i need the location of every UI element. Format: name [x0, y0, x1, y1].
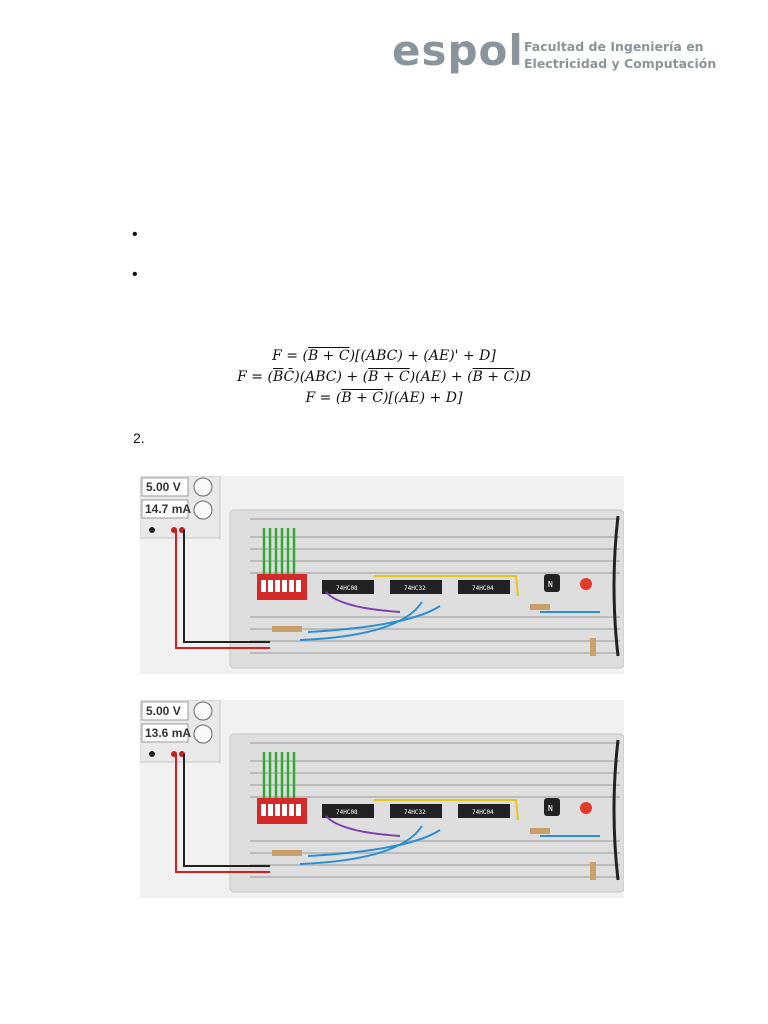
- blue-wire-1: [299, 825, 423, 865]
- transistor-label: N: [548, 580, 553, 589]
- chip-74hc04-label: 74HC04: [472, 809, 494, 816]
- chip-74hc08[interactable]: [322, 804, 374, 818]
- chip-74hc04[interactable]: [458, 804, 510, 818]
- document-header: espol Facultad de Ingeniería en Electric…: [0, 0, 768, 100]
- faculty-line-1: Facultad de Ingeniería en: [524, 39, 704, 54]
- voltage-display: [141, 701, 189, 721]
- green-wires: [262, 528, 296, 578]
- dip-switch-toggles: [261, 580, 301, 592]
- eq2-mid-2: )(AE) + (: [409, 369, 473, 385]
- resistor-array[interactable]: [272, 626, 302, 632]
- blue-wire-2: [307, 605, 441, 633]
- transistor-label: N: [548, 804, 553, 813]
- circuit-canvas-2: 5.00 V 13.6 mA: [140, 700, 624, 893]
- red-power-wire: [175, 530, 270, 649]
- chip-74hc32-label: 74HC32: [404, 585, 426, 592]
- chip-74hc32[interactable]: [390, 804, 442, 818]
- equation-1: F = (B + C)[(ABC) + (AE)' + D]: [0, 348, 768, 364]
- section-number: 2.: [133, 430, 145, 446]
- espol-logo: espol: [392, 26, 524, 75]
- npn-transistor[interactable]: [544, 798, 560, 816]
- blue-wire-1: [299, 601, 423, 641]
- circuit-simulation-1: 5.00 V 14.7 mA: [140, 476, 624, 674]
- current-display: [141, 499, 189, 519]
- resistor-transistor[interactable]: [530, 828, 550, 834]
- eq2-pre: F = (: [237, 369, 273, 385]
- voltage-readout: 5.00 V: [146, 704, 181, 718]
- rail-ground-wire: [612, 515, 620, 657]
- voltage-knob[interactable]: [193, 477, 213, 497]
- npn-transistor[interactable]: [544, 574, 560, 592]
- eq2-overline-3: B + C: [472, 369, 515, 385]
- current-readout: 13.6 mA: [145, 726, 191, 740]
- yellow-wire-2: [440, 799, 519, 821]
- voltage-display: [141, 477, 189, 497]
- current-readout: 14.7 mA: [145, 502, 191, 516]
- breadboard-holes: [250, 742, 620, 878]
- chip-74hc08-label: 74HC08: [336, 809, 358, 816]
- circuit-canvas-1: 5.00 V 14.7 mA: [140, 476, 624, 669]
- rail-ground-wire: [612, 739, 620, 881]
- voltage-knob[interactable]: [193, 701, 213, 721]
- current-display: [141, 723, 189, 743]
- eq2-mid: C̄)(ABC) + (: [283, 369, 369, 385]
- chip-74hc04[interactable]: [458, 580, 510, 594]
- chip-74hc04-label: 74HC04: [472, 585, 494, 592]
- chip-74hc32-label: 74HC32: [404, 809, 426, 816]
- equation-3: F = (B + C)[(AE) + D]: [0, 390, 768, 406]
- breadboard-holes: [250, 518, 620, 654]
- negative-terminal[interactable]: [149, 527, 155, 533]
- current-knob[interactable]: [193, 724, 213, 744]
- circuit-simulation-2: 5.00 V 13.6 mA: [140, 700, 624, 898]
- led[interactable]: [580, 802, 592, 814]
- green-wires: [262, 752, 296, 802]
- eq2-overline-2: B + C: [368, 369, 410, 385]
- current-knob[interactable]: [193, 500, 213, 520]
- black-ground-wire: [183, 530, 270, 643]
- resistor-array[interactable]: [272, 850, 302, 856]
- bullet-2: •: [132, 266, 138, 283]
- eq2-post: )D: [514, 369, 531, 385]
- resistor-led[interactable]: [590, 862, 596, 880]
- negative-terminal[interactable]: [149, 751, 155, 757]
- faculty-line-2: Electricidad y Computación: [524, 56, 717, 71]
- equation-2: F = (BC̄)(ABC) + (B + C)(AE) + (B + C)D: [0, 369, 768, 385]
- purple-wire: [325, 591, 401, 613]
- eq3-pre: F = (: [305, 390, 342, 406]
- chip-74hc32[interactable]: [390, 580, 442, 594]
- eq3-post: )[(AE) + D]: [382, 390, 463, 406]
- resistor-transistor[interactable]: [530, 604, 550, 610]
- blue-wire-2: [307, 829, 441, 857]
- eq2-overline-1: B: [272, 369, 284, 385]
- voltage-readout: 5.00 V: [146, 480, 181, 494]
- faculty-name: Facultad de Ingeniería en Electricidad y…: [524, 38, 716, 72]
- resistor-led[interactable]: [590, 638, 596, 656]
- chip-74hc08-label: 74HC08: [336, 585, 358, 592]
- led[interactable]: [580, 578, 592, 590]
- eq1-post: )[(ABC) + (AE)' + D]: [349, 348, 496, 364]
- eq1-pre: F = (: [272, 348, 308, 364]
- eq3-overline: B + C: [341, 390, 383, 406]
- dip-switch-toggles: [261, 804, 301, 816]
- bullet-1: •: [132, 226, 138, 243]
- red-power-wire: [175, 754, 270, 873]
- chip-74hc08[interactable]: [322, 580, 374, 594]
- yellow-wire-2: [440, 575, 519, 597]
- eq1-overline: B + C: [307, 348, 350, 364]
- purple-wire: [325, 815, 401, 837]
- black-ground-wire: [183, 754, 270, 867]
